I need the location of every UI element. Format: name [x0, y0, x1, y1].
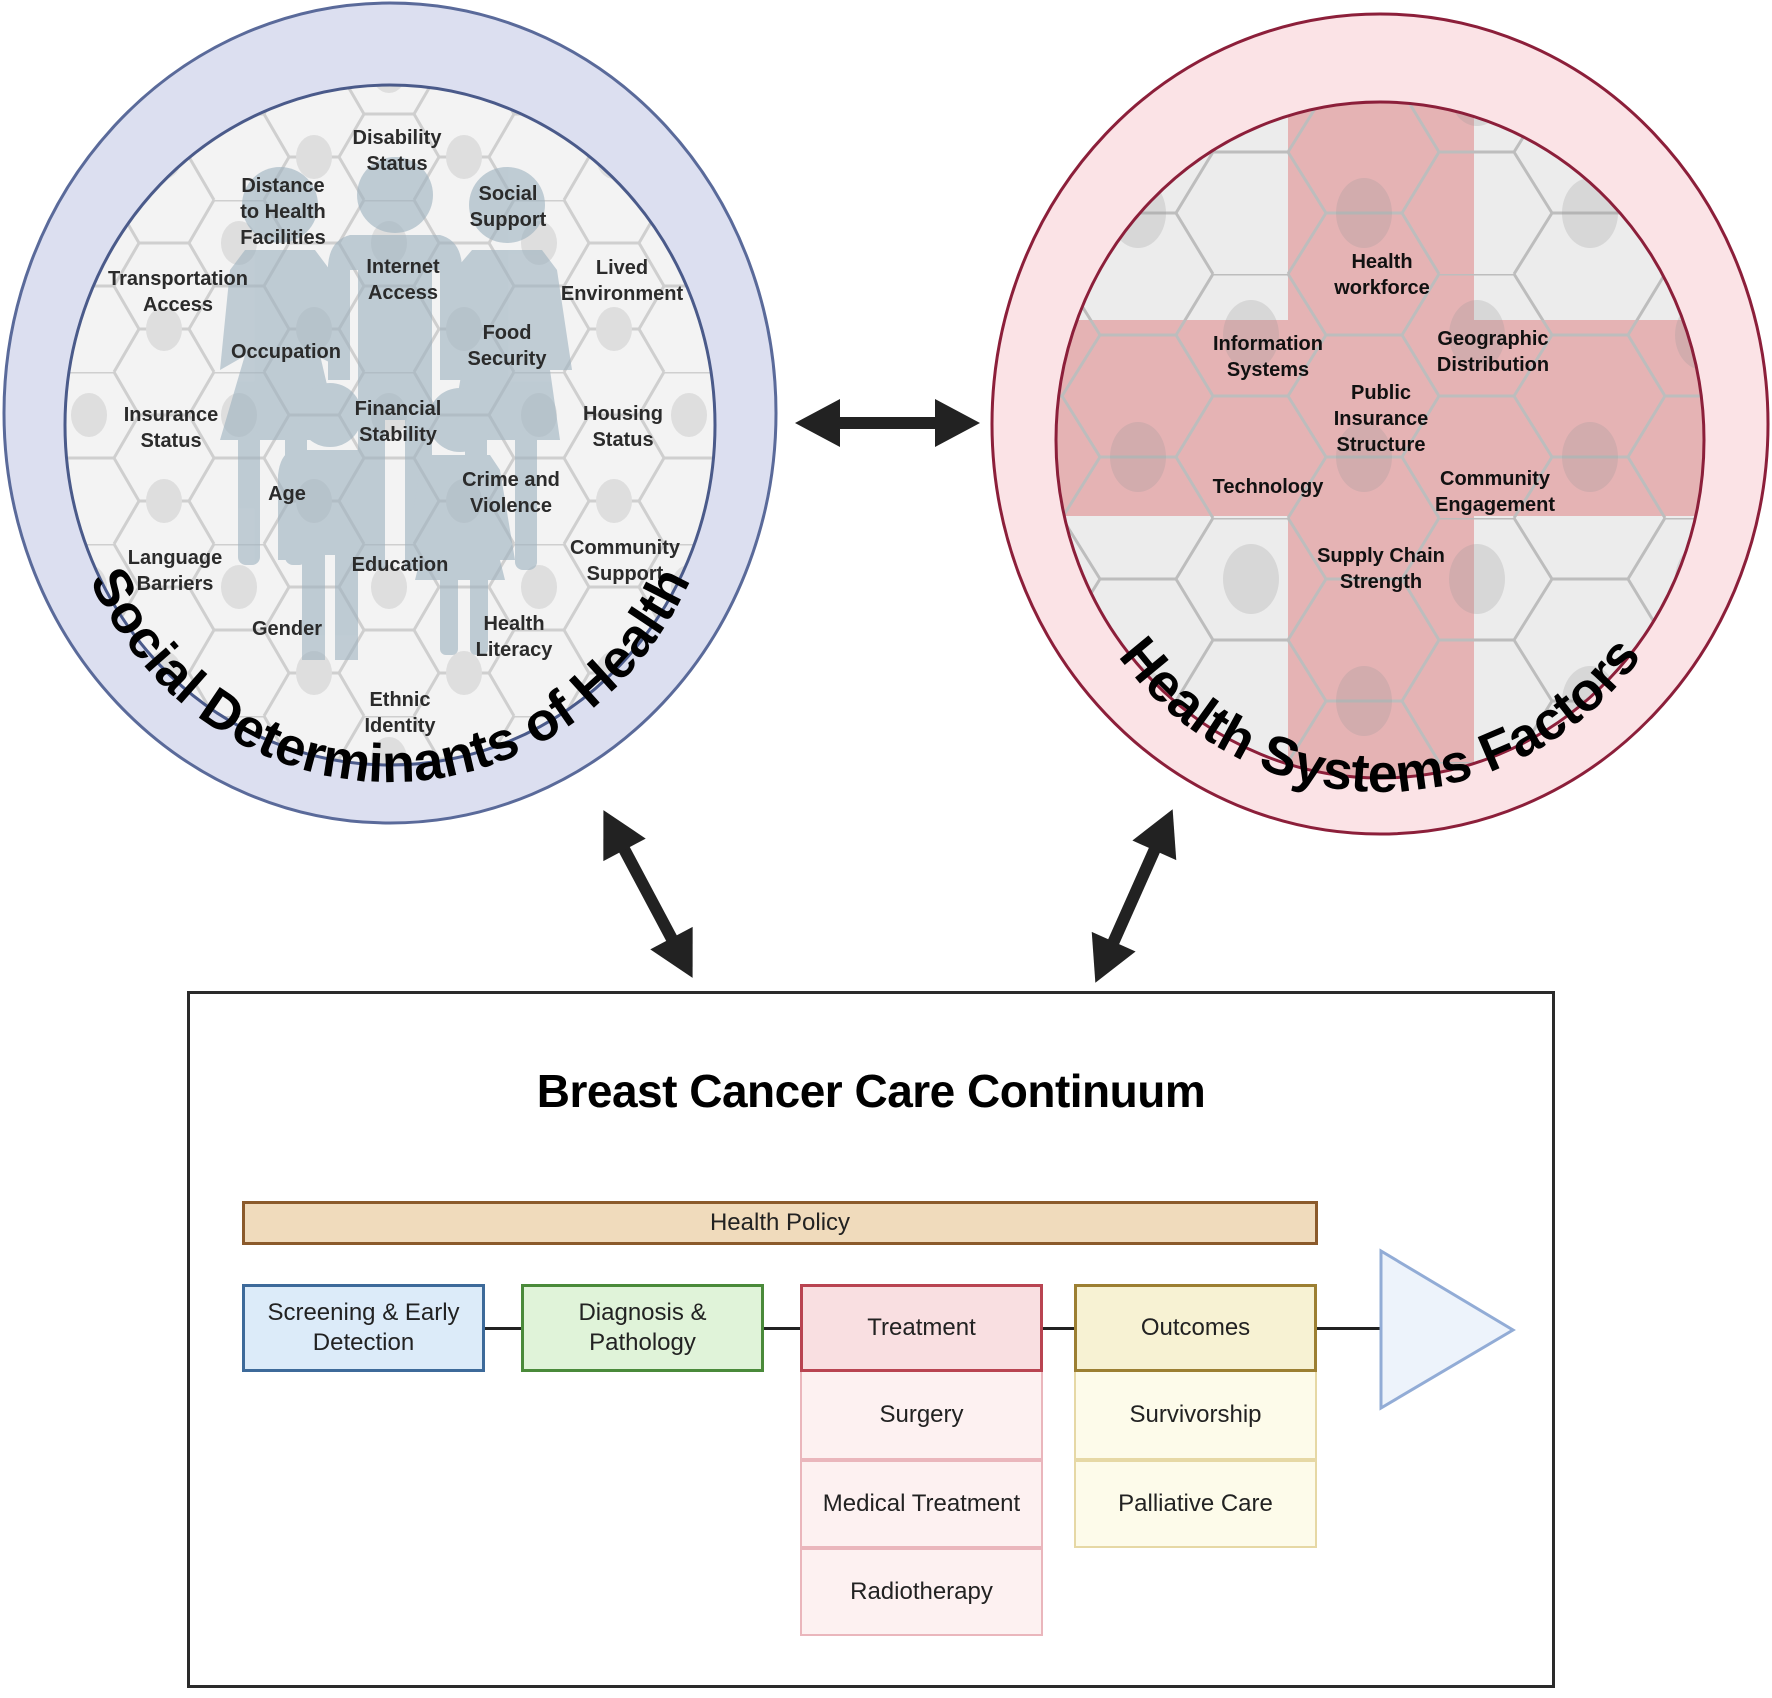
treatment-subitem-medical: Medical Treatment — [800, 1460, 1043, 1548]
care-continuum-title: Breast Cancer Care Continuum — [536, 1065, 1206, 1117]
stage-screening: Screening & Early Detection — [242, 1284, 485, 1372]
factor-label: Occupation — [231, 341, 341, 363]
connector-line — [485, 1327, 521, 1330]
factor-label: Age — [268, 483, 306, 505]
stage-diagnosis: Diagnosis & Pathology — [521, 1284, 764, 1372]
bidirectional-arrow-left-diagonal — [603, 810, 693, 978]
factor-label: Gender — [252, 618, 322, 640]
treatment-subitem-surgery: Surgery — [800, 1372, 1043, 1460]
connector-line — [1317, 1327, 1381, 1330]
outcomes-subitem-survivorship: Survivorship — [1074, 1372, 1317, 1460]
bidirectional-arrow-horizontal — [795, 399, 980, 447]
medical-cross-icon — [1056, 102, 1704, 778]
sdoh-inner-disc — [63, 83, 717, 767]
stage-treatment: Treatment — [800, 1284, 1043, 1372]
connector-line — [1043, 1327, 1074, 1330]
family-icon — [220, 157, 572, 660]
care-continuum-panel: Breast Cancer Care Continuum Health Poli… — [187, 991, 1555, 1688]
stage-outcomes: Outcomes — [1074, 1284, 1317, 1372]
continuum-arrow-icon — [1379, 1248, 1516, 1411]
arrows — [603, 399, 1177, 983]
health-policy-bar: Health Policy — [242, 1201, 1318, 1245]
factor-label: Technology — [1213, 476, 1325, 498]
bidirectional-arrow-right-diagonal — [1091, 809, 1177, 983]
connector-line — [764, 1327, 800, 1330]
outcomes-subitem-palliative: Palliative Care — [1074, 1460, 1317, 1548]
treatment-subitem-radiotherapy: Radiotherapy — [800, 1548, 1043, 1636]
factor-label: Education — [352, 554, 449, 576]
